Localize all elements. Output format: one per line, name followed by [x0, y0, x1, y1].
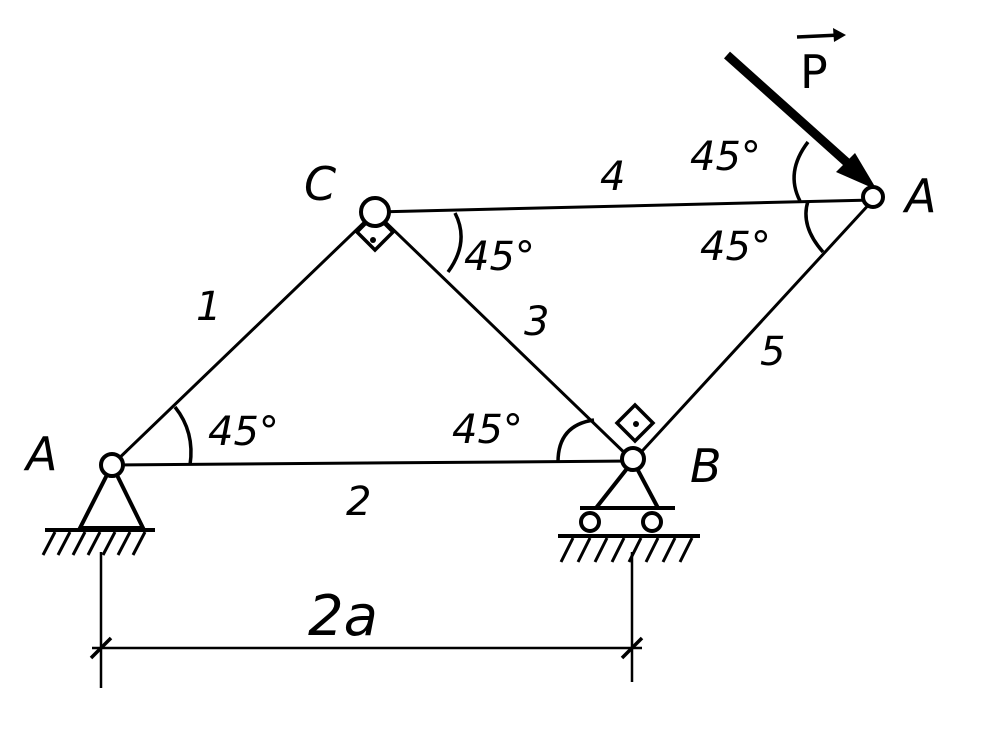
vector-bar: [796, 28, 846, 42]
node-label-c: C: [304, 157, 336, 211]
node-label-a-left: A: [23, 427, 57, 481]
dimension-label: 2a: [308, 584, 378, 649]
node-label-a-right: A: [902, 169, 936, 223]
angle-label-c: 45°: [464, 234, 535, 280]
member-2: [111, 459, 634, 467]
roller-support-b: [558, 459, 700, 563]
angle-label-d-top: 45°: [690, 134, 761, 180]
angle-label-d-bottom: 45°: [700, 224, 771, 270]
member-label-4: 4: [600, 154, 625, 200]
member-1: [110, 210, 377, 467]
angle-label-b: 45°: [452, 407, 523, 453]
member-label-1: 1: [196, 284, 221, 330]
angle-arc-c: [446, 212, 463, 274]
member-label-5: 5: [760, 329, 785, 375]
force-arrow: [723, 51, 877, 190]
joint-d: [861, 185, 885, 209]
force-label-p: P: [800, 45, 828, 99]
joint-b: [620, 446, 646, 472]
dimension-line: [89, 552, 644, 688]
member-label-3: 3: [524, 299, 549, 345]
angle-label-a: 45°: [208, 409, 279, 455]
angle-arc-a: [173, 405, 193, 466]
joint-c: [359, 196, 391, 228]
fixed-support-a: [41, 460, 155, 556]
angle-arc-b: [556, 418, 595, 463]
angle-arc-d-bottom: [804, 200, 825, 254]
joint-a: [99, 452, 125, 478]
member-label-2: 2: [346, 479, 371, 525]
member-5: [631, 198, 875, 463]
angle-arc-d-top: [792, 140, 810, 202]
node-label-b: B: [690, 439, 722, 493]
right-angle-marker-b: [614, 402, 656, 444]
member-4: [374, 198, 874, 214]
